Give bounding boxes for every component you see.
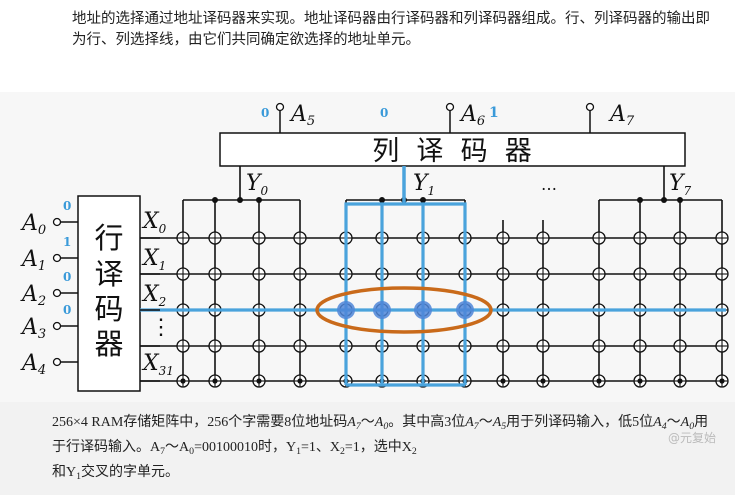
watermark: @元复始 (668, 431, 717, 445)
bit-a5: 0 (261, 106, 269, 120)
selected-cell (456, 301, 474, 319)
bit-a2: 0 (63, 270, 71, 284)
junction-dot (420, 197, 426, 203)
junction-dot (212, 197, 218, 203)
junction-dot (180, 378, 186, 384)
junction-dot (677, 378, 683, 384)
selected-column-bus (344, 202, 467, 385)
column-decoder-label: 列 译 码 器 (372, 136, 532, 167)
column-decoder-box (219, 132, 686, 167)
label-a0: A0 (20, 211, 46, 238)
selected-word-ellipse (315, 286, 493, 334)
bit-a1: 1 (63, 235, 71, 249)
label-a7: A7 (608, 102, 635, 129)
junction-dot (540, 378, 546, 384)
input-node-a4 (52, 357, 62, 367)
row-decoder-box (77, 195, 141, 392)
bit-a6: 0 (380, 106, 388, 120)
input-node-a2 (52, 288, 62, 298)
junction-dot (637, 197, 643, 203)
selected-cells (337, 301, 474, 319)
caption-background (0, 402, 735, 495)
row-output-labels: X0 X1 X2 X31 ⋮ (141, 209, 174, 378)
bit-a0: 0 (63, 199, 71, 213)
col-ellipsis: … (541, 175, 557, 194)
row-decoder-char-1: 行 (94, 221, 123, 255)
junction-dot (677, 197, 683, 203)
junction-dot (500, 378, 506, 384)
input-node-a1 (52, 253, 62, 263)
label-x2: X2 (141, 282, 166, 309)
junction-dot (596, 378, 602, 384)
label-x1: X1 (141, 246, 166, 273)
junction-dot (237, 197, 243, 203)
label-x0: X0 (141, 209, 167, 236)
selected-cell (414, 301, 432, 319)
junction-dot (256, 378, 262, 384)
label-a5: A5 (289, 102, 315, 129)
label-a2: A2 (20, 282, 46, 309)
bit-a6-extra: 1 (489, 105, 499, 121)
selected-cell (373, 301, 391, 319)
bit-a3: 0 (63, 303, 71, 317)
label-a1: A1 (20, 247, 46, 274)
label-a3: A3 (20, 315, 46, 342)
label-a6: A6 (459, 102, 485, 129)
row-ellipsis: ⋮ (150, 315, 172, 340)
row-decoder-char-3: 码 (94, 292, 123, 326)
input-a7: A7 (585, 102, 635, 133)
row-decoder-char-4: 器 (94, 327, 123, 361)
input-node-a3 (52, 321, 62, 331)
junction-dot (661, 197, 667, 203)
row-decoder-label: 行 译 码 器 (94, 221, 123, 361)
label-y1: Y1 (413, 171, 435, 198)
row-decoder-char-2: 译 (94, 257, 123, 291)
label-a4: A4 (20, 351, 46, 378)
junction-dot (637, 378, 643, 384)
selected-cell (337, 301, 355, 319)
junction-dot (297, 378, 303, 384)
intro-paragraph: 地址的选择通过地址译码器来实现。地址译码器由行译码器和列译码器组成。行、列译码器… (72, 11, 710, 48)
caption-paragraph: 256×4 RAM存储矩阵中，256个字需要8位地址码A7～A0。其中高3位A7… (52, 415, 709, 482)
storage-matrix (140, 166, 729, 388)
label-x31: X31 (141, 351, 174, 378)
junction-dot (212, 378, 218, 384)
junction-dot (256, 197, 262, 203)
input-node-a0 (52, 217, 62, 227)
col-output-labels: Y0 Y1 Y7 … (246, 171, 692, 198)
label-y0: Y0 (246, 171, 269, 198)
col-address-inputs: 0 A5 0 A6 1 A7 (261, 102, 635, 133)
input-a5: 0 A5 (261, 102, 315, 133)
input-a6: 0 A6 1 (380, 102, 499, 133)
junction-dot (719, 378, 725, 384)
label-y7: Y7 (669, 171, 692, 198)
junction-dot (379, 197, 385, 203)
